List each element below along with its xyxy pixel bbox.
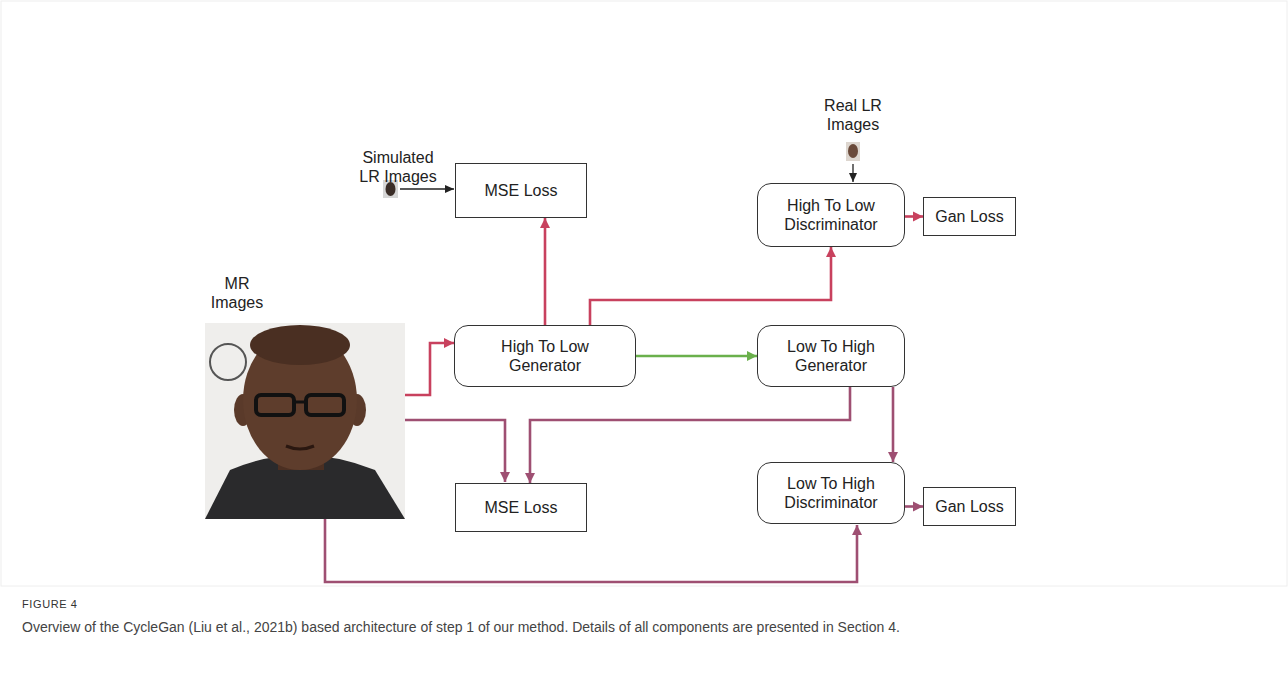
flow-arrow xyxy=(905,505,923,508)
flow-arrow xyxy=(544,218,547,325)
generator-box: High To Low Generator xyxy=(454,325,636,387)
input-label: MR Images xyxy=(206,274,268,312)
flow-arrow xyxy=(905,215,923,218)
input-label: Simulated LR Images xyxy=(354,148,442,186)
node-text: Low To High Generator xyxy=(776,337,886,375)
node-text: High To Low Generator xyxy=(490,337,600,375)
discriminator-box: High To Low Discriminator xyxy=(757,183,905,247)
node-text: MSE Loss xyxy=(485,181,558,200)
figure-number: FIGURE 4 xyxy=(22,598,222,610)
node-text: MSE Loss xyxy=(485,498,558,517)
input-arrow xyxy=(400,188,454,189)
node-text: Low To High Discriminator xyxy=(776,474,886,512)
node-text: High To Low Discriminator xyxy=(776,196,886,234)
loss-box: MSE Loss xyxy=(455,483,587,532)
generator-box: Low To High Generator xyxy=(757,325,905,387)
input-arrow xyxy=(852,164,853,182)
node-text: Gan Loss xyxy=(935,497,1003,516)
flow-arrow xyxy=(636,355,757,358)
input-arrow xyxy=(325,519,857,582)
input-arrow xyxy=(405,343,454,395)
loss-box: Gan Loss xyxy=(923,197,1016,236)
figure-caption: Overview of the CycleGan (Liu et al., 20… xyxy=(22,618,1262,636)
loss-box: Gan Loss xyxy=(923,487,1016,526)
real-lr-icon xyxy=(846,142,860,161)
input-arrow xyxy=(405,420,505,482)
flow-arrow xyxy=(590,247,831,325)
flow-arrow xyxy=(892,387,895,462)
face-photo xyxy=(205,323,405,519)
loss-box: MSE Loss xyxy=(455,163,587,218)
input-label: Real LR Images xyxy=(813,96,893,134)
node-text: Gan Loss xyxy=(935,207,1003,226)
discriminator-box: Low To High Discriminator xyxy=(757,462,905,524)
